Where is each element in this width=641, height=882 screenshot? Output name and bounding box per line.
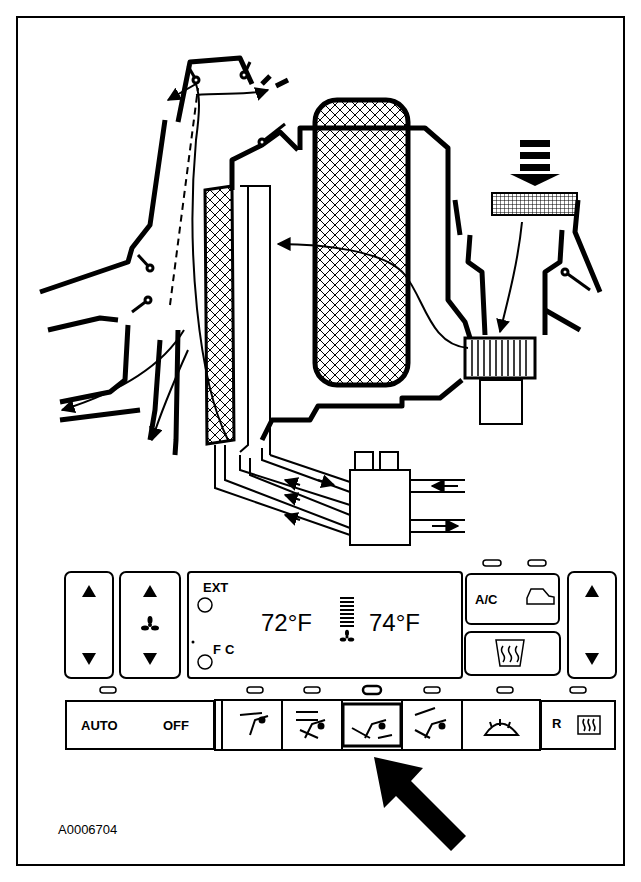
pointer-arrow — [374, 757, 466, 851]
button-divider — [222, 700, 462, 750]
sensor-circle — [198, 655, 212, 669]
heater-tubes — [240, 186, 270, 455]
display-panel: EXT FC 72°F 74°F — [187, 571, 463, 679]
cabin-filter — [492, 193, 577, 215]
display-text: C — [225, 643, 234, 656]
down-arrow — [143, 653, 157, 665]
button-label: R — [552, 717, 561, 730]
up-arrow — [82, 585, 96, 597]
temperature-readout: 72°F — [261, 611, 312, 635]
fan-button — [120, 572, 180, 678]
fan-bars — [340, 597, 354, 627]
sensor-circle — [198, 598, 212, 612]
evaporator-core — [315, 100, 408, 385]
down-arrow — [585, 653, 599, 665]
valve-port — [355, 452, 373, 470]
page-frame — [17, 17, 624, 865]
mode-icons — [240, 708, 518, 738]
intake-arrow — [510, 140, 560, 186]
case-outline — [40, 58, 600, 455]
mode-button-strip — [215, 700, 540, 750]
coolant-lines — [410, 480, 465, 532]
rear-defrost-icon — [578, 716, 600, 734]
display-dot — [192, 641, 195, 644]
button-label: A/C — [475, 593, 497, 606]
auto-off-button: AUTO OFF — [65, 700, 215, 750]
air-doors — [132, 62, 590, 312]
temperature-readout: 74°F — [369, 611, 420, 635]
indicator-led — [528, 560, 546, 566]
display-text: F — [213, 643, 221, 656]
button-label: OFF — [163, 719, 189, 732]
figure-code: A0006704 — [58, 823, 117, 836]
down-arrow — [82, 653, 96, 665]
heater-core — [205, 186, 234, 444]
indicator-led — [483, 560, 501, 566]
blower-wheel — [465, 338, 535, 378]
up-arrow — [585, 585, 599, 597]
temp-button — [568, 572, 616, 678]
valve-port — [380, 452, 398, 470]
temp-button — [65, 572, 113, 678]
heater-hoses — [215, 445, 350, 535]
up-arrow — [143, 585, 157, 597]
max-defrost-button — [465, 632, 560, 675]
airflow-arrows — [62, 84, 522, 440]
indicator-leds — [100, 686, 586, 694]
selected-mode — [343, 704, 401, 746]
fan-icon — [141, 616, 159, 631]
recirc-car-icon — [527, 589, 554, 604]
rear-defrost-button: R — [540, 700, 616, 750]
button-label: AUTO — [81, 719, 118, 732]
display-text: EXT — [203, 581, 228, 594]
max-defrost-icon — [496, 640, 524, 666]
blower-motor — [480, 380, 522, 424]
blower-blades — [472, 340, 526, 376]
ac-button: A/C — [465, 573, 560, 625]
fan-icon — [340, 630, 354, 642]
control-valve — [350, 470, 410, 545]
